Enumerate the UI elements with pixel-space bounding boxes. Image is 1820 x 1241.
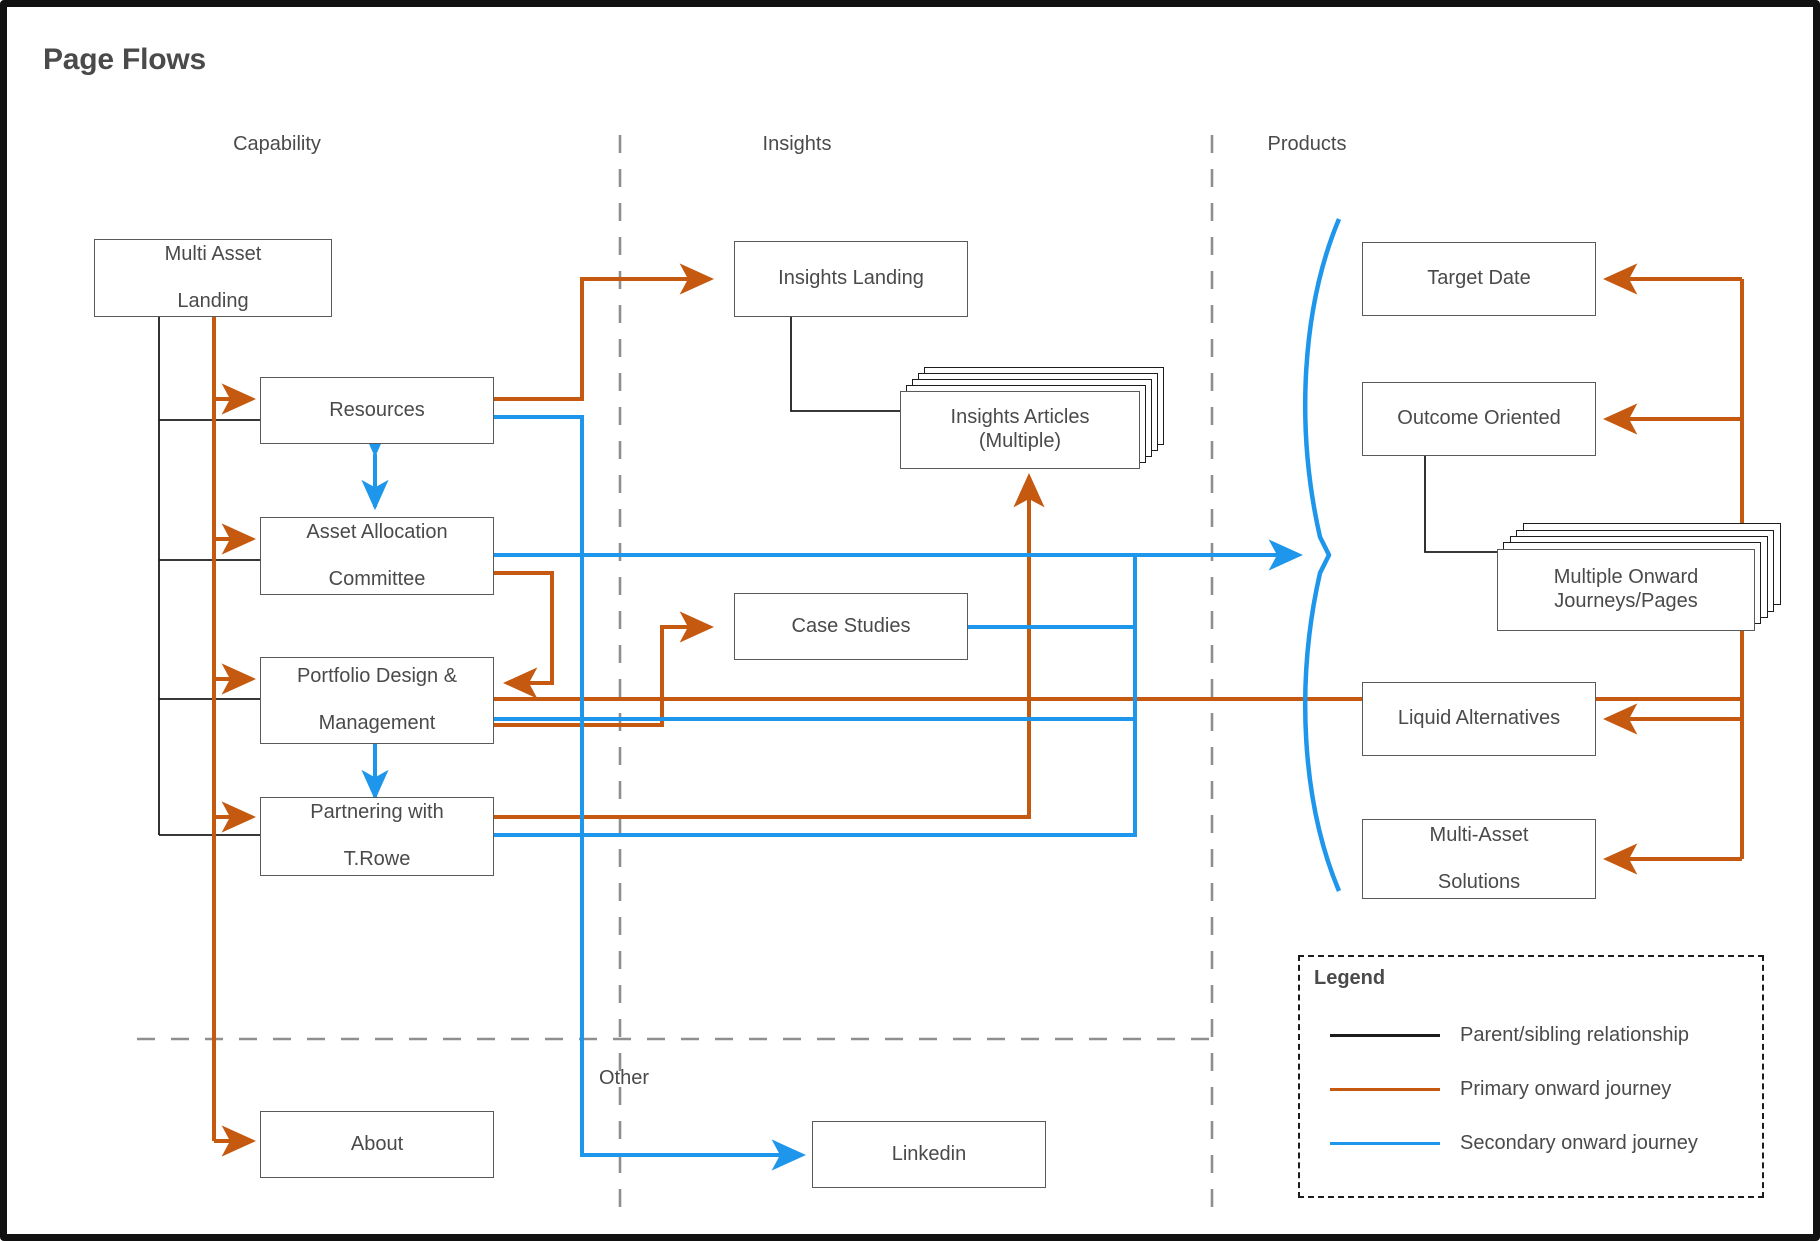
node-label-line1: Partnering with	[310, 801, 444, 824]
node-label-line1: Multiple Onward	[1553, 566, 1699, 589]
node-label-line2: Solutions	[1437, 870, 1521, 893]
legend-swatch-parent-sibling-icon	[1330, 1034, 1440, 1037]
node-liquid-alternatives[interactable]: Liquid Alternatives	[1362, 682, 1596, 756]
legend-item-secondary: Secondary onward journey	[1300, 1128, 1762, 1158]
node-about[interactable]: About	[260, 1111, 494, 1178]
node-label-line2: (Multiple)	[978, 430, 1062, 452]
legend-label: Secondary onward journey	[1460, 1132, 1698, 1154]
node-label-line2: Journeys/Pages	[1554, 590, 1698, 612]
node-resources[interactable]: Resources	[260, 377, 494, 444]
node-label-line2: Landing	[177, 289, 249, 312]
legend-item-parent-sibling: Parent/sibling relationship	[1300, 1020, 1762, 1050]
node-insights-landing[interactable]: Insights Landing	[734, 241, 968, 317]
node-label: Liquid Alternatives	[1397, 707, 1561, 730]
column-header-insights: Insights	[762, 133, 832, 155]
connector-layer	[137, 135, 1744, 1207]
node-label: Target Date	[1427, 267, 1531, 290]
column-header-products: Products	[1267, 133, 1347, 155]
legend-swatch-primary-icon	[1330, 1088, 1440, 1091]
legend-label: Parent/sibling relationship	[1460, 1024, 1690, 1046]
node-label: Resources	[329, 398, 425, 421]
section-label-other: Other	[599, 1067, 650, 1089]
node-label-line1: Multi Asset	[164, 242, 262, 265]
node-linkedin[interactable]: Linkedin	[812, 1121, 1046, 1188]
node-label: Insights Landing	[778, 267, 924, 290]
node-label-line2: Management	[318, 712, 436, 735]
node-label-line1: Insights Articles	[950, 406, 1090, 429]
node-label: Case Studies	[791, 614, 911, 637]
node-label-line1: Asset Allocation	[306, 520, 448, 543]
legend: Legend Parent/sibling relationship Prima…	[1298, 955, 1764, 1198]
node-label: Linkedin	[891, 1142, 967, 1165]
page-title: Page Flows	[43, 43, 207, 76]
node-case-studies[interactable]: Case Studies	[734, 593, 968, 660]
legend-label: Primary onward journey	[1460, 1078, 1672, 1100]
node-label-line2: T.Rowe	[343, 848, 411, 871]
legend-title: Legend	[1314, 967, 1386, 989]
node-insights-articles[interactable]: Insights Articles(Multiple)	[900, 367, 1164, 469]
node-portfolio-design-management[interactable]: Portfolio Design & Management	[260, 657, 494, 744]
node-label: About	[350, 1132, 404, 1155]
legend-swatch-secondary-icon	[1330, 1142, 1440, 1145]
node-label-line1: Portfolio Design &	[296, 665, 458, 688]
node-target-date[interactable]: Target Date	[1362, 242, 1596, 316]
column-header-capability: Capability	[233, 133, 321, 155]
legend-item-primary: Primary onward journey	[1300, 1074, 1762, 1104]
node-label-line1: Multi-Asset	[1429, 823, 1529, 846]
node-label-line2: Committee	[328, 567, 426, 590]
node-outcome-oriented[interactable]: Outcome Oriented	[1362, 382, 1596, 456]
node-label: Outcome Oriented	[1397, 407, 1561, 430]
